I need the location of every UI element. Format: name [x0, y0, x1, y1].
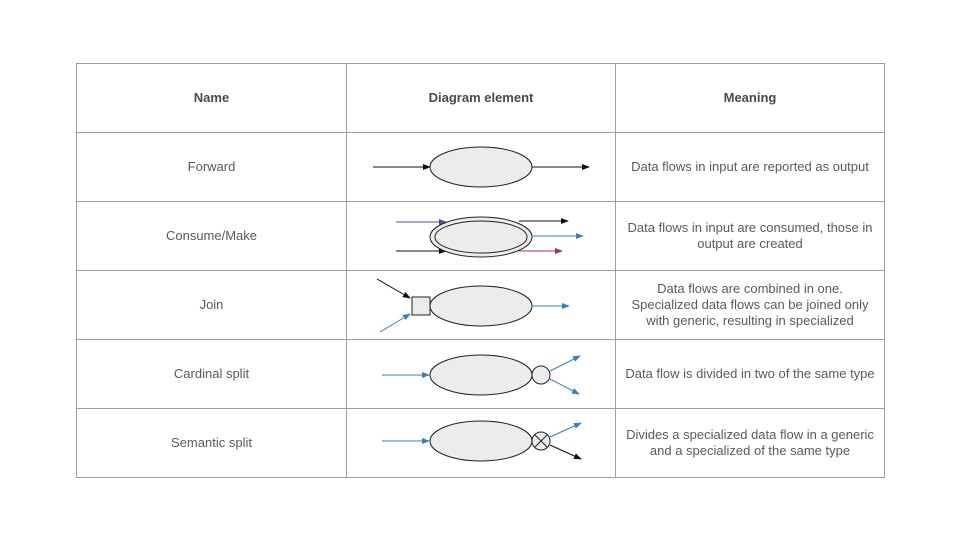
consume-make-element	[396, 216, 584, 258]
join-diagram	[346, 270, 616, 340]
row-meaning-consume-make: Data flows in input are consumed, those …	[615, 201, 885, 271]
row-name-cardinal-split: Cardinal split	[76, 339, 347, 409]
row-name-semantic-split: Semantic split	[76, 408, 347, 478]
consume-make-diagram	[346, 201, 616, 271]
join-element	[376, 278, 570, 333]
table-row: Forward	[76, 132, 885, 202]
split-circle	[531, 365, 551, 385]
input-arrow-black	[376, 278, 411, 299]
row-name-consume-make: Consume/Make	[76, 201, 347, 271]
process-node	[429, 354, 533, 396]
output-arrow-blue	[549, 422, 582, 438]
row-meaning-cardinal-split: Data flow is divided in two of the same …	[615, 339, 885, 409]
process-node	[429, 420, 533, 462]
header-name: Name	[76, 63, 347, 133]
cardinal-split-diagram	[346, 339, 616, 409]
cross-line-b	[534, 434, 548, 448]
forward-element	[373, 146, 590, 188]
row-meaning-forward: Data flows in input are reported as outp…	[615, 132, 885, 202]
output-arrow-black	[549, 444, 582, 460]
cardinal-split-element	[382, 354, 581, 396]
row-name-forward: Forward	[76, 132, 347, 202]
process-node	[429, 285, 533, 327]
process-node-inner	[434, 220, 528, 254]
row-name-join: Join	[76, 270, 347, 340]
table-row: Semantic split Divides a specialized dat…	[76, 408, 885, 478]
header-row: Name Diagram element Meaning	[76, 63, 885, 133]
table-row: Cardinal split Data flow is divided in t…	[76, 339, 885, 409]
row-meaning-semantic-split: Divides a specialized data flow in a gen…	[615, 408, 885, 478]
join-box	[411, 296, 431, 316]
semantic-split-element	[382, 420, 582, 462]
table-row: Consume/Make Data flows in input are con…	[76, 201, 885, 271]
output-arrow-blue-up	[549, 355, 581, 372]
input-arrow-blue	[379, 313, 411, 333]
header-diagram: Diagram element	[346, 63, 616, 133]
semantic-split-diagram	[346, 408, 616, 478]
row-meaning-join: Data flows are combined in one. Speciali…	[615, 270, 885, 340]
diagram-legend-table: Name Diagram element Meaning Forward	[76, 63, 885, 478]
header-meaning: Meaning	[615, 63, 885, 133]
process-node	[429, 146, 533, 188]
table-row: Join Data flows are combined in one. Spe…	[76, 270, 885, 340]
output-arrow-blue-down	[549, 378, 580, 395]
forward-diagram	[346, 132, 616, 202]
